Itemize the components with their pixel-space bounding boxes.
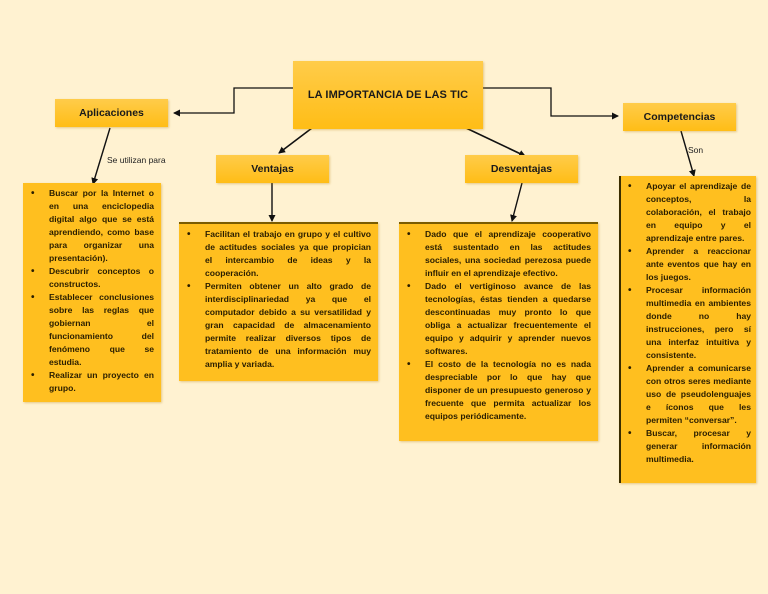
list-item: Dado el vertiginoso avance de las tecnol…	[403, 280, 591, 358]
aplicaciones-list-box: Buscar por la Internet o en una enciclop…	[23, 183, 161, 402]
list-item: Realizar un proyecto en grupo.	[27, 369, 154, 395]
aplicaciones-list: Buscar por la Internet o en una enciclop…	[27, 187, 154, 395]
competencias-label: Competencias	[643, 111, 716, 123]
ventajas-list-box: Facilitan el trabajo en grupo y el culti…	[179, 222, 378, 381]
desventajas-node: Desventajas	[465, 155, 578, 183]
ventajas-label: Ventajas	[251, 163, 294, 175]
desventajas-list-box: Dado que el aprendizaje cooperativo está…	[399, 222, 598, 441]
list-item: Aprender a reaccionar ante eventos que h…	[624, 245, 751, 284]
aplicaciones-label: Aplicaciones	[79, 107, 144, 119]
aplicaciones-connector-label: Se utilizan para	[107, 155, 166, 165]
list-item: Procesar información multimedia en ambie…	[624, 284, 751, 362]
list-item: Permiten obtener un alto grado de interd…	[183, 280, 371, 371]
competencias-connector-label: Son	[688, 145, 704, 155]
competencias-node: Competencias	[623, 103, 736, 131]
list-item: Buscar por la Internet o en una enciclop…	[27, 187, 154, 265]
list-item: Aprender a comunicarse con otros seres m…	[624, 362, 751, 427]
aplicaciones-node: Aplicaciones	[55, 99, 168, 127]
list-item: Dado que el aprendizaje cooperativo está…	[403, 228, 591, 280]
desventajas-list: Dado que el aprendizaje cooperativo está…	[403, 228, 591, 423]
list-item: El costo de la tecnología no es nada des…	[403, 358, 591, 423]
list-item: Facilitan el trabajo en grupo y el culti…	[183, 228, 371, 280]
ventajas-list: Facilitan el trabajo en grupo y el culti…	[183, 228, 371, 371]
central-topic-label: LA IMPORTANCIA DE LAS TIC	[307, 89, 469, 101]
list-item: Descubrir conceptos o constructos.	[27, 265, 154, 291]
ventajas-node: Ventajas	[216, 155, 329, 183]
competencias-list: Apoyar el aprendizaje de conceptos, la c…	[624, 180, 751, 466]
list-item: Buscar, procesar y generar información m…	[624, 427, 751, 466]
list-item: Establecer conclusiones sobre las reglas…	[27, 291, 154, 369]
central-topic-node: LA IMPORTANCIA DE LAS TIC	[293, 61, 483, 129]
list-item: Apoyar el aprendizaje de conceptos, la c…	[624, 180, 751, 245]
desventajas-label: Desventajas	[490, 163, 553, 175]
competencias-list-box: Apoyar el aprendizaje de conceptos, la c…	[619, 176, 756, 483]
